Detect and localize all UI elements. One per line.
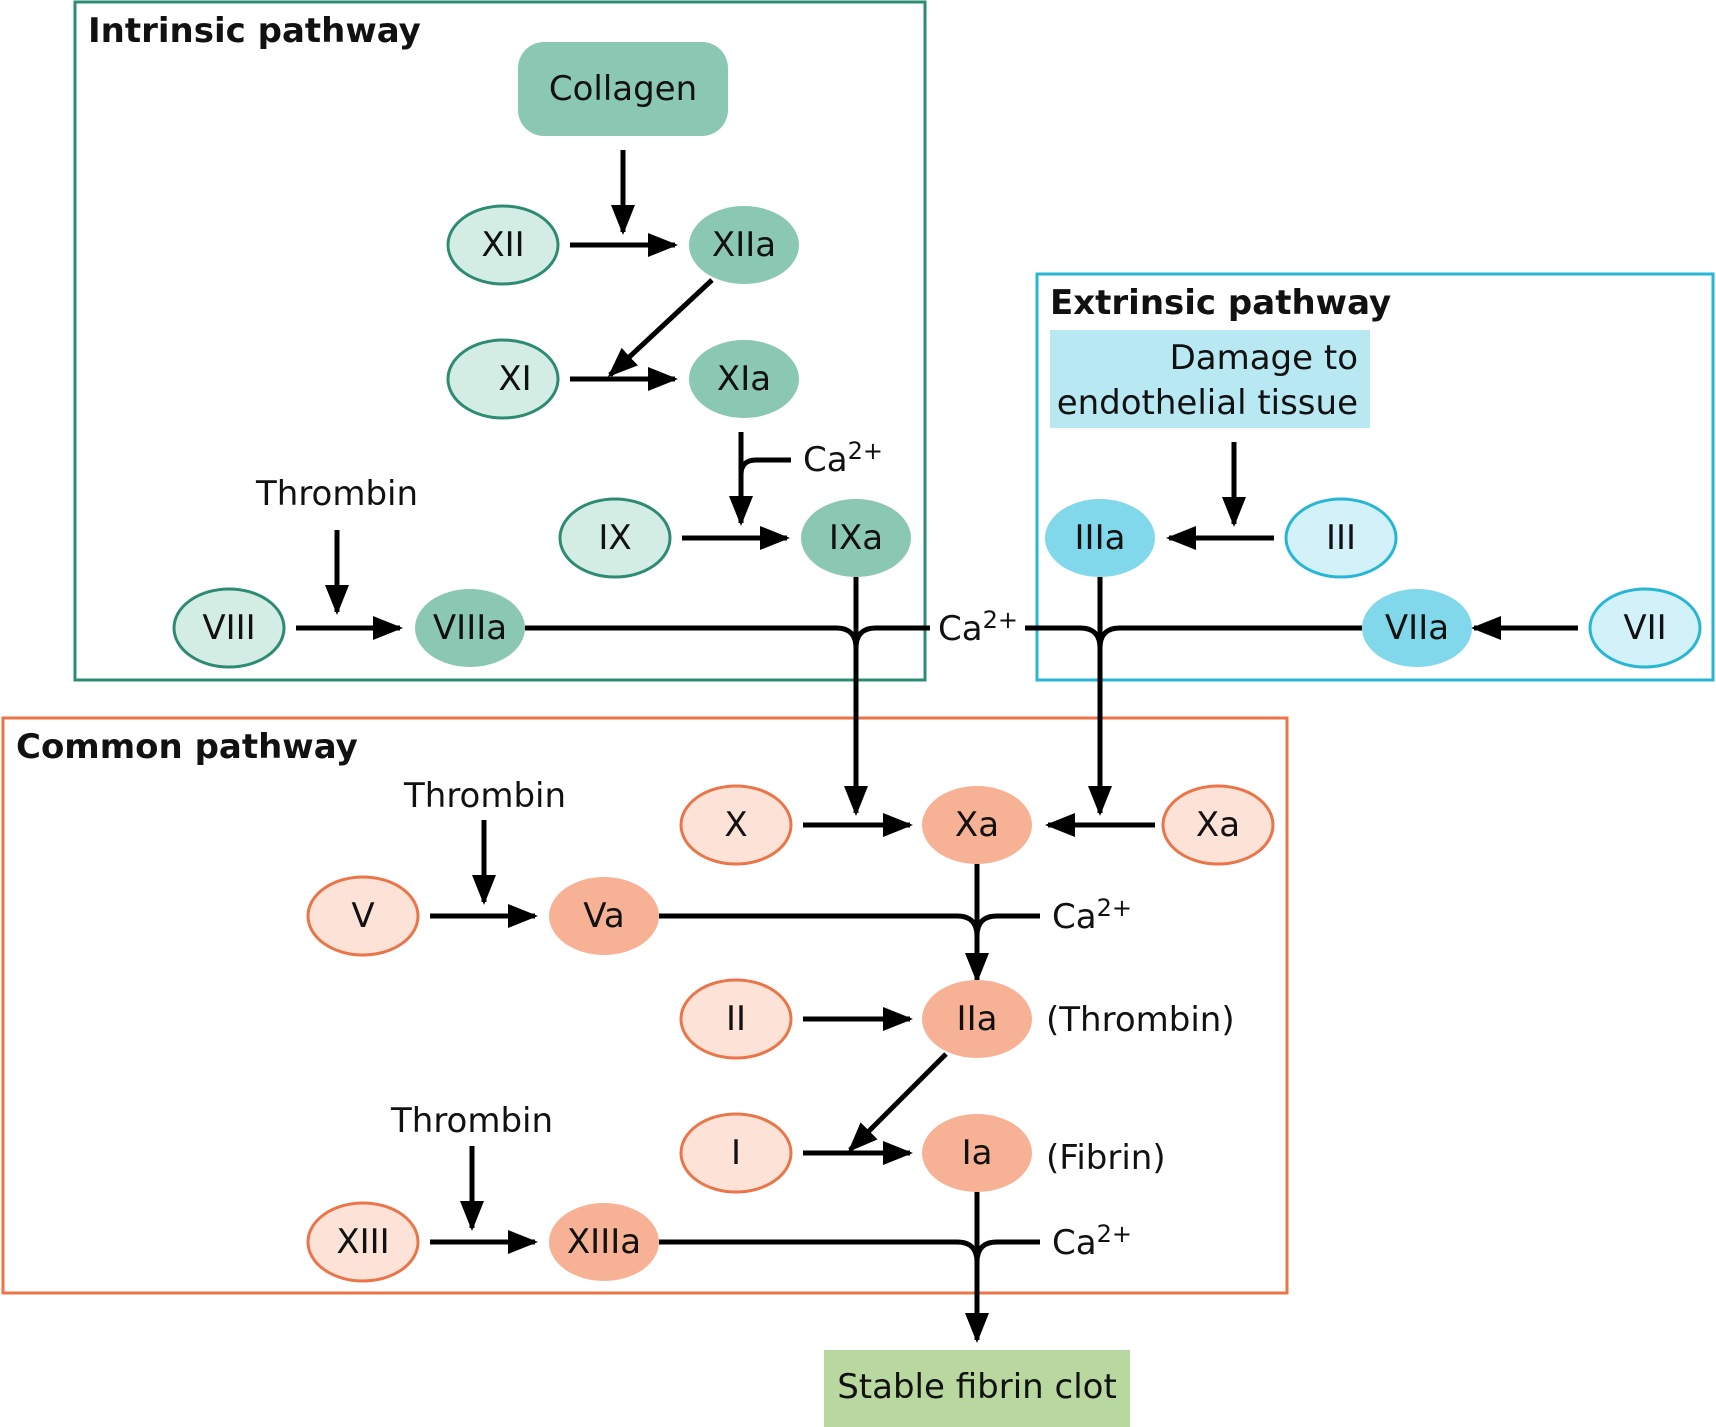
factor-viia-node bbox=[1362, 589, 1472, 667]
factor-ia-node bbox=[922, 1114, 1032, 1192]
factor-viiia-node bbox=[415, 589, 525, 667]
thrombin-label-xiii: Thrombin bbox=[390, 1101, 553, 1141]
factor-xa-node bbox=[922, 786, 1032, 864]
factor-ix-label: IX bbox=[598, 518, 631, 558]
common-pathway-box bbox=[1, 716, 1289, 1295]
factor-xia-label: XIa bbox=[717, 359, 771, 399]
factor-xii-node bbox=[446, 204, 560, 286]
factor-viia-label: VIIa bbox=[1385, 608, 1449, 648]
factor-ixa-node bbox=[801, 499, 911, 577]
ca-ion-label-junction: Ca2+ bbox=[938, 606, 1018, 649]
factor-va-node bbox=[549, 877, 659, 955]
factor-iiia-label: IIIa bbox=[1075, 518, 1126, 558]
intrinsic-pathway-title: Intrinsic pathway bbox=[88, 11, 421, 51]
factor-vii-label: VII bbox=[1623, 608, 1666, 648]
factor-iia-node bbox=[922, 980, 1032, 1058]
factor-vii-node bbox=[1588, 587, 1702, 669]
factor-iii-label: III bbox=[1326, 518, 1356, 558]
ca-ion-label-iia: Ca2+ bbox=[1052, 894, 1132, 937]
factor-i-node bbox=[679, 1112, 793, 1194]
ca-ion-label-ixa: Ca2+ bbox=[803, 437, 883, 480]
intrinsic-pathway-box bbox=[73, 0, 927, 682]
factor-viiia-label: VIIIa bbox=[433, 608, 507, 648]
factor-x-node bbox=[679, 784, 793, 866]
factor-ia-label: Ia bbox=[962, 1133, 993, 1173]
factor-ixa-label: IXa bbox=[829, 518, 883, 558]
extrinsic-pathway-title: Extrinsic pathway bbox=[1050, 283, 1391, 323]
factor-xa-right-node bbox=[1161, 784, 1275, 866]
thrombin-label-v: Thrombin bbox=[403, 776, 566, 816]
factor-xa-right-label: Xa bbox=[1196, 805, 1240, 845]
extrinsic-pathway-box bbox=[1035, 272, 1715, 682]
factor-iii-node bbox=[1284, 497, 1398, 579]
damage-label-line2: endothelial tissue bbox=[1057, 383, 1358, 423]
factor-xiii-label: XIII bbox=[336, 1222, 389, 1262]
factor-v-label: V bbox=[351, 896, 374, 936]
common-pathway-title: Common pathway bbox=[16, 727, 358, 767]
factor-xiia-node bbox=[689, 206, 799, 284]
factor-viii-node bbox=[172, 587, 286, 669]
factor-i-label: I bbox=[731, 1133, 741, 1173]
factor-iiia-node bbox=[1045, 499, 1155, 577]
factor-ii-label: II bbox=[726, 999, 746, 1039]
collagen-label: Collagen bbox=[549, 69, 697, 109]
factor-xi-label: XI bbox=[498, 359, 531, 399]
stable-fibrin-clot-node bbox=[824, 1350, 1130, 1427]
factor-xa-label: Xa bbox=[955, 805, 999, 845]
factor-xiia-label: XIIa bbox=[712, 225, 776, 265]
collagen-node bbox=[518, 42, 728, 136]
factor-ii-node bbox=[679, 978, 793, 1060]
factor-xiii-node bbox=[306, 1201, 420, 1283]
factor-xii-label: XII bbox=[481, 225, 524, 265]
factor-ix-node bbox=[558, 497, 672, 579]
factor-viii-label: VIII bbox=[202, 608, 255, 648]
thrombin-label-viii: Thrombin bbox=[255, 474, 418, 514]
ca-ion-label-clot: Ca2+ bbox=[1052, 1220, 1132, 1263]
factor-xiiia-node bbox=[549, 1203, 659, 1281]
stable-fibrin-clot-label: Stable fibrin clot bbox=[837, 1367, 1117, 1407]
factor-v-node bbox=[306, 875, 420, 957]
ia-fibrin-note: (Fibrin) bbox=[1046, 1138, 1166, 1178]
factor-iia-label: IIa bbox=[957, 999, 998, 1039]
factor-xia-node bbox=[689, 340, 799, 418]
factor-x-label: X bbox=[724, 805, 747, 845]
endothelial-damage-node bbox=[1050, 330, 1370, 428]
iia-thrombin-note: (Thrombin) bbox=[1046, 1000, 1235, 1040]
factor-va-label: Va bbox=[583, 896, 624, 936]
factor-xiiia-label: XIIIa bbox=[567, 1222, 641, 1262]
damage-label-line1: Damage to bbox=[1170, 338, 1358, 378]
factor-xi-node bbox=[446, 338, 560, 420]
